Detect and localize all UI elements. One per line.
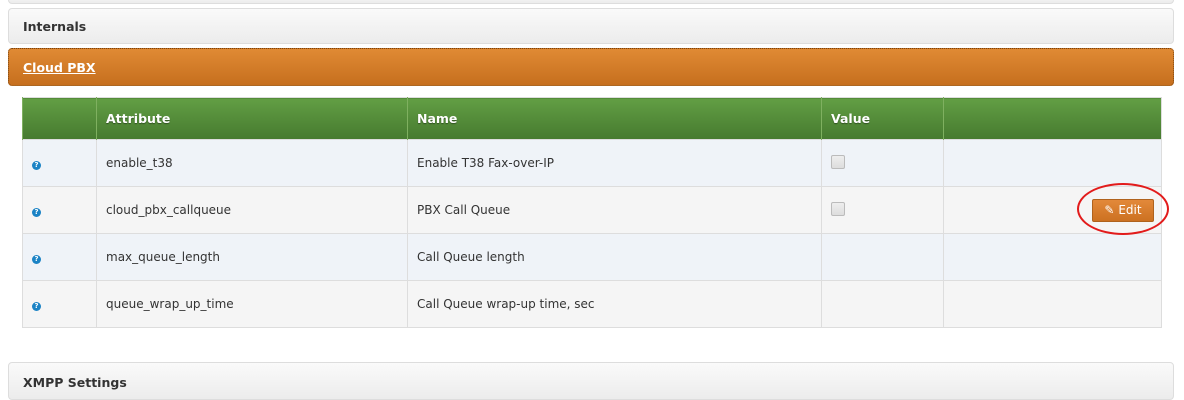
table-row: ? cloud_pbx_callqueue PBX Call Queue ✎ E… — [22, 186, 1162, 234]
value-cell — [821, 280, 944, 328]
edit-label: Edit — [1118, 202, 1142, 217]
actions-cell: ✎ Edit — [943, 186, 1162, 234]
col-actions — [943, 97, 1162, 140]
attribute-cell: cloud_pbx_callqueue — [96, 186, 408, 234]
help-icon[interactable]: ? — [32, 255, 41, 264]
name-cell: PBX Call Queue — [407, 186, 822, 234]
attribute-cell: queue_wrap_up_time — [96, 280, 408, 328]
panel-cloud-pbx[interactable]: Cloud PBX — [8, 48, 1174, 86]
attribute-cell: enable_t38 — [96, 139, 408, 187]
panel-title: XMPP Settings — [23, 375, 127, 390]
value-cell — [821, 233, 944, 281]
attributes-table: Attribute Name Value ? enable_t38 Enable… — [22, 97, 1162, 328]
name-cell: Call Queue length — [407, 233, 822, 281]
attribute-cell: max_queue_length — [96, 233, 408, 281]
help-icon[interactable]: ? — [32, 161, 41, 170]
name-cell: Enable T38 Fax-over-IP — [407, 139, 822, 187]
panel-internals[interactable]: Internals — [8, 8, 1174, 44]
table-row: ? max_queue_length Call Queue length — [22, 233, 1162, 281]
actions-cell — [943, 280, 1162, 328]
col-attribute: Attribute — [96, 97, 408, 140]
table-header: Attribute Name Value — [22, 97, 1162, 140]
col-help — [22, 97, 97, 140]
panel-xmpp-settings[interactable]: XMPP Settings — [8, 362, 1174, 400]
value-checkbox[interactable] — [831, 154, 845, 169]
edit-button[interactable]: ✎ Edit — [1092, 198, 1154, 222]
value-checkbox[interactable] — [831, 201, 845, 216]
actions-cell — [943, 233, 1162, 281]
help-icon[interactable]: ? — [32, 302, 41, 311]
col-value: Value — [821, 97, 944, 140]
table-row: ? enable_t38 Enable T38 Fax-over-IP — [22, 139, 1162, 187]
panel-title-link[interactable]: Cloud PBX — [23, 60, 96, 75]
col-name: Name — [407, 97, 822, 140]
actions-cell — [943, 139, 1162, 187]
previous-panel[interactable] — [8, 0, 1174, 4]
edit-icon: ✎ — [1104, 202, 1115, 217]
panel-title: Internals — [23, 19, 87, 34]
name-cell: Call Queue wrap-up time, sec — [407, 280, 822, 328]
help-icon[interactable]: ? — [32, 208, 41, 217]
table-row: ? queue_wrap_up_time Call Queue wrap-up … — [22, 280, 1162, 328]
